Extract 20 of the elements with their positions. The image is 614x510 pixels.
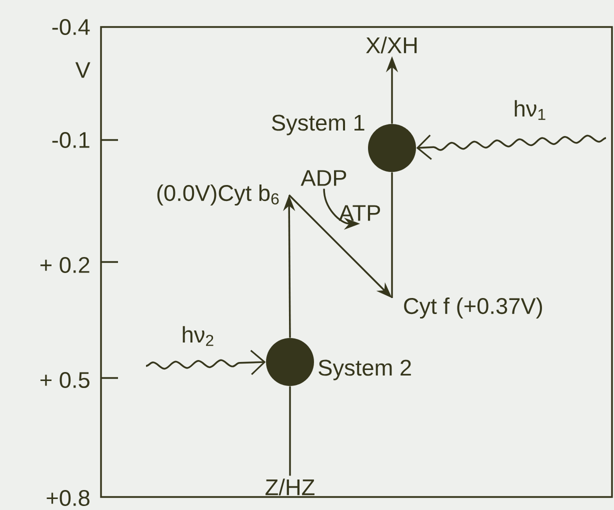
light-arrow [416, 134, 606, 160]
axis-label: +0.8 [46, 490, 90, 506]
state-label: X/XH [366, 36, 417, 54]
system-label: System 1 [272, 114, 364, 136]
state-label: ATP [338, 205, 380, 221]
axis-label: -0.1 [52, 132, 90, 148]
axis-label: + 0.5 [40, 372, 90, 388]
light-arrow [146, 350, 266, 376]
state-label: Z/HZ [266, 478, 314, 496]
state-label: ADP [300, 170, 346, 186]
edge-label: hν$_{2}$ [180, 324, 216, 348]
state-label: Cyt f (+0.37V) [404, 297, 542, 319]
state-label: (0.0V)Cyt b$_{6}$ [157, 184, 279, 206]
system-label: System 2 [318, 360, 411, 380]
axis-label: -0.4 [52, 18, 90, 36]
edge-label: hν$_{1}$ [512, 98, 548, 122]
connector-line [289, 386, 291, 476]
axis-label: V [75, 62, 90, 78]
connector-line [391, 172, 393, 298]
axis-label: + 0.2 [40, 256, 90, 274]
